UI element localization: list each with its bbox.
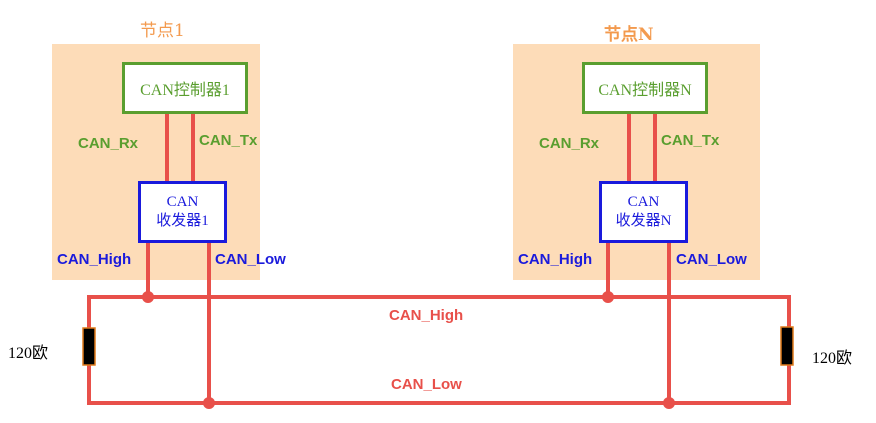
resistor-left xyxy=(82,327,96,366)
can-transceiver-1: CAN 收发器1 xyxy=(138,181,227,243)
resistor-left-label: 120欧 xyxy=(8,345,49,362)
node-n-title: 节点N xyxy=(604,25,654,45)
rx-label-n: CAN_Rx xyxy=(539,135,600,152)
low-label-n: CAN_Low xyxy=(676,251,747,268)
junction-low-1 xyxy=(203,397,215,409)
high-label-1: CAN_High xyxy=(57,251,132,268)
rx-label-1: CAN_Rx xyxy=(78,135,139,152)
node-1-title: 节点1 xyxy=(140,21,185,41)
resistor-right xyxy=(780,326,794,366)
transceiver-1-line1: CAN xyxy=(166,194,199,210)
bus-high-label: CAN_High xyxy=(389,307,464,324)
high-label-n: CAN_High xyxy=(518,251,593,268)
junction-high-n xyxy=(602,291,614,303)
junction-low-n xyxy=(663,397,675,409)
bus-low-label: CAN_Low xyxy=(391,376,462,393)
can-controller-n: CAN控制器N xyxy=(582,62,708,114)
tx-label-n: CAN_Tx xyxy=(661,132,720,149)
tx-label-1: CAN_Tx xyxy=(199,132,258,149)
transceiver-1-line2: 收发器1 xyxy=(156,213,209,229)
bus-low-line xyxy=(87,363,791,405)
bus-high-line xyxy=(87,295,791,330)
junction-high-1 xyxy=(142,291,154,303)
low-label-1: CAN_Low xyxy=(215,251,286,268)
resistor-right-label: 120欧 xyxy=(812,350,853,367)
transceiver-n-line1: CAN xyxy=(627,194,660,210)
can-transceiver-n: CAN 收发器N xyxy=(599,181,688,243)
transceiver-n-line2: 收发器N xyxy=(615,213,672,229)
can-controller-1: CAN控制器1 xyxy=(122,62,248,114)
